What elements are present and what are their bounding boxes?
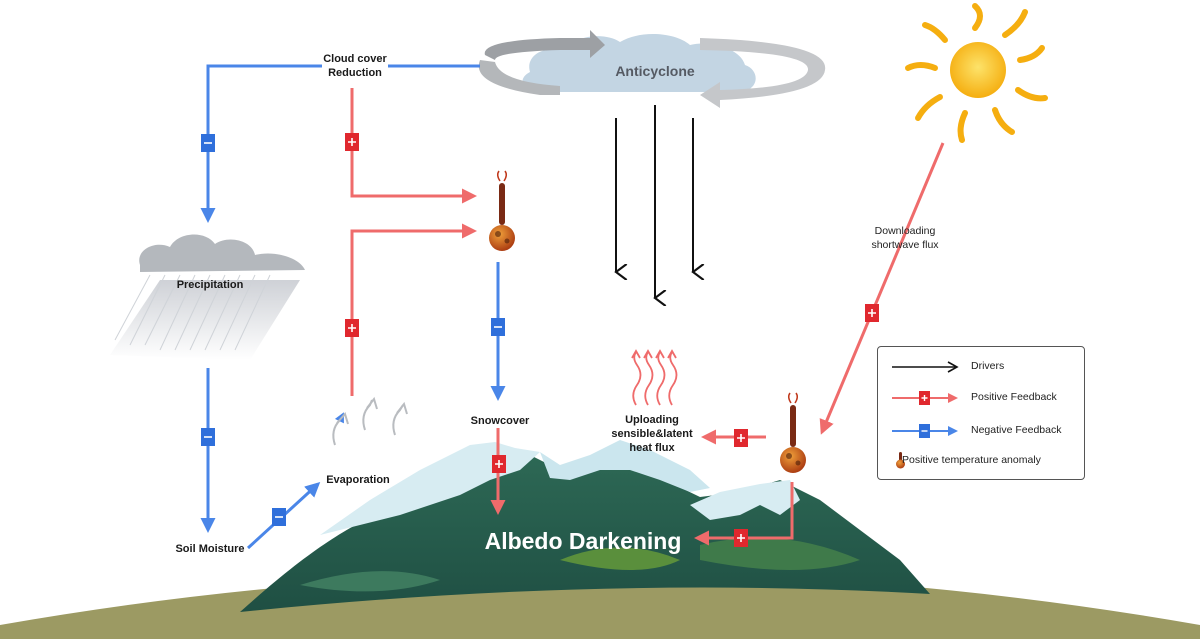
albedo-darkening-label: Albedo Darkening	[484, 528, 682, 554]
positive-sign-box	[345, 133, 359, 151]
legend-item-positive: Positive Feedback	[878, 390, 1084, 406]
driver-arrows	[616, 105, 693, 298]
heat-waves-icon	[631, 349, 678, 406]
legend-item-negative: Negative Feedback	[878, 423, 1084, 439]
legend-label: Drivers	[971, 360, 1005, 372]
cloud-cover-reduction-label: Cloud cover Reduction	[318, 52, 392, 80]
thermometer-icon	[489, 170, 515, 251]
downloading-line1: Downloading	[874, 225, 936, 237]
positive-sign-box	[734, 529, 748, 547]
thermometer-icon	[896, 452, 905, 469]
positive-sign-box	[492, 455, 506, 473]
driver-arrow-symbol	[892, 361, 959, 373]
rain-cloud-icon	[110, 234, 305, 360]
uploading-line2: sensible&latent	[611, 428, 693, 440]
positive-feedback-paths	[350, 88, 945, 546]
uploading-line1: Uploading	[625, 414, 679, 426]
mountain-range	[240, 440, 930, 612]
legend-item-temperature: Positive temperature anomaly	[878, 452, 1084, 469]
uploading-line3: heat flux	[629, 442, 675, 454]
positive-feedback-symbol	[892, 391, 958, 405]
evaporation-label: Evaporation	[326, 474, 390, 486]
thermometer-icon	[780, 392, 806, 473]
soil-moisture-label: Soil Moisture	[175, 543, 245, 555]
legend: Drivers Positive Feedback Negative Feedb…	[877, 346, 1085, 480]
cloud-cover-label-line1: Cloud cover	[323, 53, 387, 65]
negative-sign-box	[272, 508, 286, 526]
legend-item-drivers: Drivers	[878, 359, 1084, 375]
negative-feedback-symbol	[892, 424, 958, 438]
positive-sign-box	[865, 304, 879, 322]
positive-sign-box	[345, 319, 359, 337]
downloading-line2: shortwave flux	[871, 239, 939, 251]
precipitation-label: Precipitation	[176, 279, 244, 291]
snowcover-label: Snowcover	[470, 415, 530, 427]
legend-label: Positive temperature anomaly	[902, 454, 1041, 466]
downloading-flux-label: Downloading shortwave flux	[856, 224, 954, 252]
negative-sign-box	[491, 318, 505, 336]
anticyclone-icon	[478, 30, 826, 108]
negative-sign-box	[201, 428, 215, 446]
legend-label: Negative Feedback	[971, 424, 1062, 436]
legend-label: Positive Feedback	[971, 391, 1057, 403]
evaporation-vapor-icon	[332, 396, 408, 446]
uploading-flux-label: Uploading sensible&latent heat flux	[602, 413, 702, 455]
cloud-cover-label-line2: Reduction	[328, 67, 382, 79]
positive-sign-box	[734, 429, 748, 447]
negative-sign-box	[201, 134, 215, 152]
sun-icon	[905, 3, 1048, 143]
anticyclone-label: Anticyclone	[615, 63, 695, 79]
